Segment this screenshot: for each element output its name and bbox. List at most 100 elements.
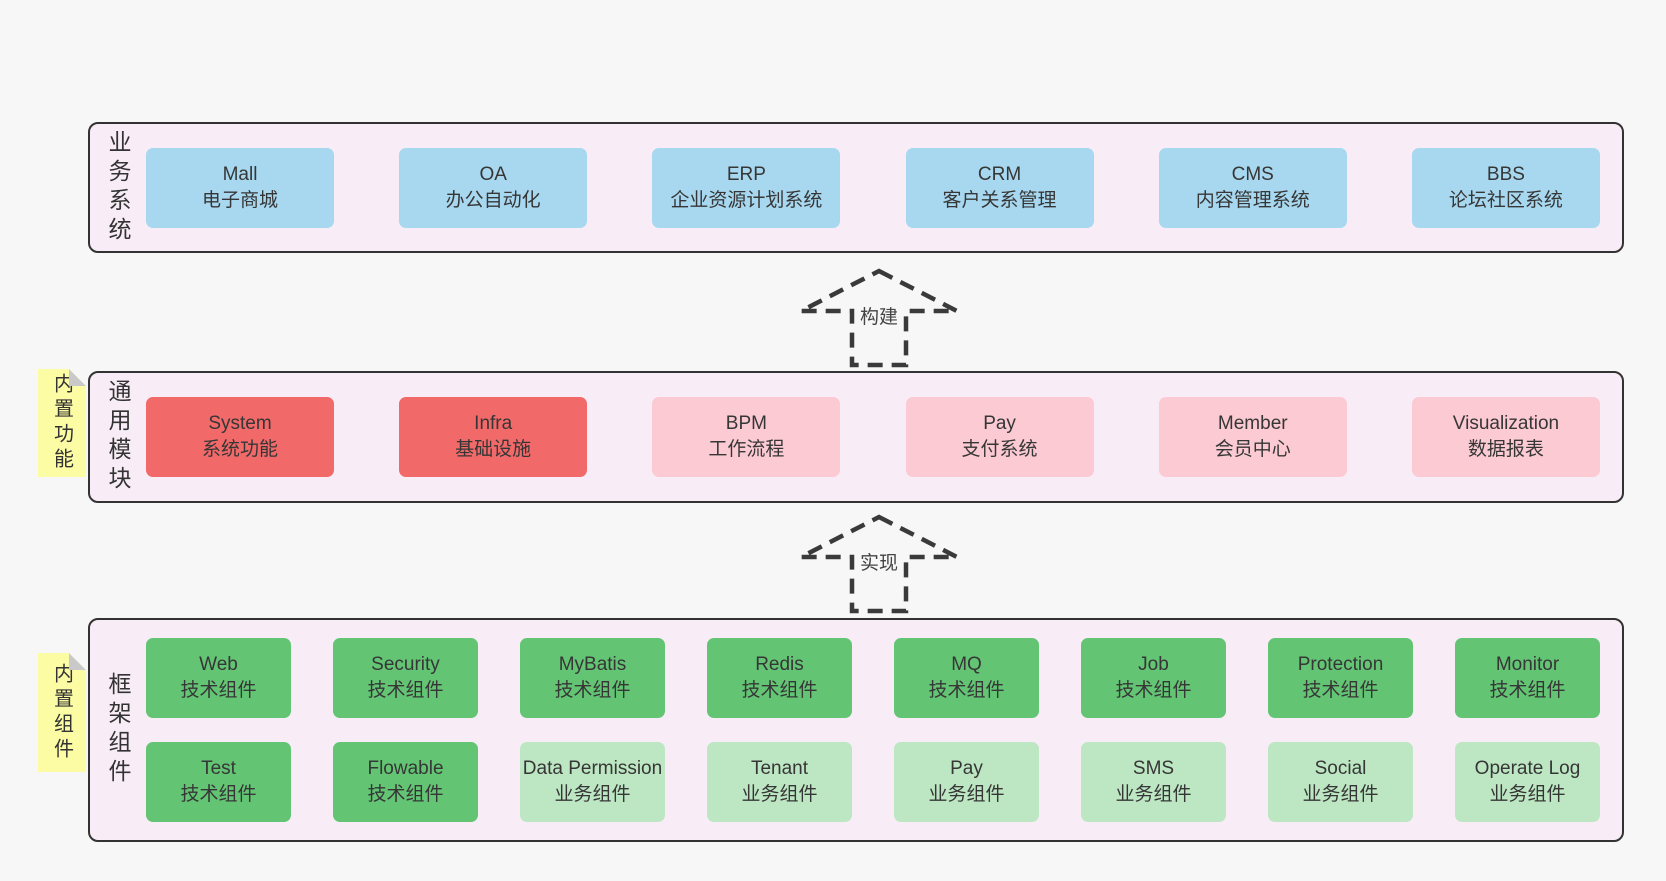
box-subtitle: 基础设施 [455,439,532,460]
box-title: ERP [726,163,766,185]
box-subtitle: 工作流程 [708,439,785,460]
box-subtitle: 业务组件 [1302,784,1379,805]
box-title: Member [1217,413,1288,435]
box-subtitle: 技术组件 [1115,680,1192,701]
sticky-note-text: 内置组件 [50,662,73,763]
box-title: Web [199,654,238,676]
box-job: Job 技术组件 [1081,638,1226,718]
box-title: Flowable [367,758,444,780]
box-operate-log: Operate Log 业务组件 [1455,742,1600,822]
box-subtitle: 系统功能 [201,439,278,460]
box-security: Security 技术组件 [333,638,478,718]
box-subtitle: 业务组件 [741,784,818,805]
box-tenant: Tenant 业务组件 [707,742,852,822]
box-subtitle: 技术组件 [367,784,444,805]
box-subtitle: 业务组件 [554,784,631,805]
box-title: CMS [1231,163,1274,185]
box-title: Monitor [1495,654,1560,676]
box-subtitle: 会员中心 [1214,439,1291,460]
box-oa: OA 办公自动化 [399,147,588,228]
box-subtitle: 论坛社区系统 [1448,189,1563,211]
box-title: Pay [983,413,1016,435]
box-flowable: Flowable 技术组件 [333,742,478,822]
box-subtitle: 技术组件 [554,680,631,701]
box-subtitle: 客户关系管理 [942,189,1057,211]
box-mybatis: MyBatis 技术组件 [520,638,665,718]
box-subtitle: 业务组件 [1489,784,1566,805]
common-modules-row: System 系统功能 Infra 基础设施 BPM 工作流程 Pay 支付系统 Member 会… [146,397,1600,477]
box-title: Data Permission [522,758,663,780]
box-subtitle: 技术组件 [180,784,257,805]
box-social: Social 业务组件 [1268,742,1413,822]
box-title: OA [479,163,507,185]
box-subtitle: 内容管理系统 [1195,189,1310,211]
box-subtitle: 业务组件 [928,784,1005,805]
box-title: BBS [1486,163,1525,185]
section-label-modules: 通用模块 [105,379,131,495]
box-cms: CMS 内容管理系统 [1158,147,1347,228]
box-title: Redis [755,654,804,676]
box-monitor: Monitor 技术组件 [1455,638,1600,718]
box-title: MyBatis [558,654,627,676]
box-subtitle: 技术组件 [1489,680,1566,701]
box-title: Infra [474,413,513,435]
fold-corner-icon [69,653,86,670]
box-redis: Redis 技术组件 [707,638,852,718]
box-bpm: BPM 工作流程 [652,397,841,477]
box-title: MQ [951,654,982,676]
box-sms: SMS 业务组件 [1081,742,1226,822]
implement-arrow: 实现 [794,514,964,614]
box-infra: Infra 基础设施 [399,397,588,477]
box-subtitle: 电子商城 [201,189,278,211]
box-title: Security [371,654,440,676]
box-title: System [208,413,272,435]
box-title: Social [1314,758,1367,780]
build-arrow-label: 构建 [854,301,904,331]
box-test: Test 技术组件 [146,742,291,822]
box-visualization: Visualization 数据报表 [1411,397,1600,477]
box-pay: Pay 支付系统 [905,397,1094,477]
implement-arrow-label: 实现 [854,547,904,577]
box-data-permission: Data Permission 业务组件 [520,742,665,822]
section-label-components: 框架组件 [105,672,131,788]
box-system: System 系统功能 [146,397,334,477]
box-title: BPM [725,413,767,435]
box-title: Job [1138,654,1169,676]
box-subtitle: 技术组件 [367,680,444,701]
box-title: Test [201,758,236,780]
box-bbs: BBS 论坛社区系统 [1411,147,1600,228]
build-arrow: 构建 [794,268,964,368]
dashed-up-arrow-icon [799,514,959,614]
box-subtitle: 技术组件 [741,680,818,701]
box-title: Operate Log [1474,758,1581,780]
dashed-up-arrow-icon [799,268,959,368]
box-subtitle: 支付系统 [961,439,1038,460]
box-member: Member 会员中心 [1158,397,1347,477]
box-title: SMS [1132,758,1175,780]
box-crm: CRM 客户关系管理 [905,147,1094,228]
section-label-business: 业务系统 [105,129,131,246]
box-subtitle: 技术组件 [1302,680,1379,701]
box-subtitle: 办公自动化 [445,189,541,211]
box-title: Visualization [1452,413,1560,435]
sticky-note-builtin-components: 内置组件 [38,653,86,772]
box-title: Tenant [750,758,809,780]
box-subtitle: 业务组件 [1115,784,1192,805]
sticky-note-builtin-features: 内置功能 [38,369,86,477]
box-pay: Pay 业务组件 [894,742,1039,822]
box-subtitle: 数据报表 [1467,439,1544,460]
box-title: CRM [977,163,1022,185]
sticky-note-text: 内置功能 [50,373,73,473]
box-title: Pay [950,758,983,780]
fold-corner-icon [69,369,86,386]
